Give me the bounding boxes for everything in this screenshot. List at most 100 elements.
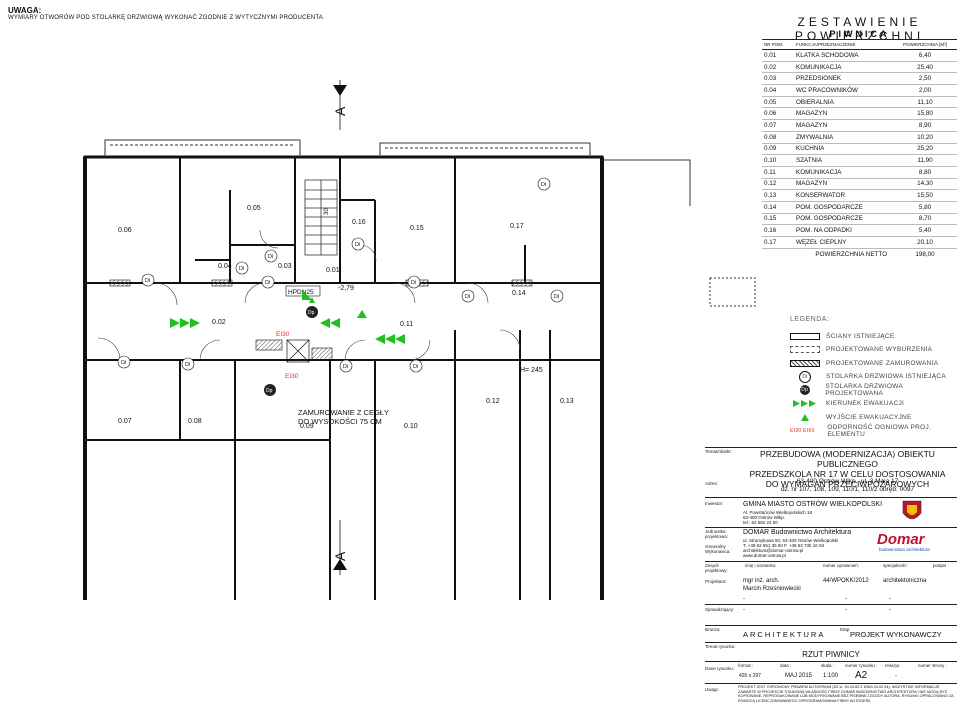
room-0.06: 0.06 — [118, 227, 132, 234]
designer-name: DOMAR Budownictwo Architektura — [743, 529, 852, 536]
svg-text:Di: Di — [465, 294, 470, 300]
room-0.14: 0.14 — [512, 290, 526, 297]
stair-label: 30 — [324, 208, 330, 215]
door-di: Di — [461, 289, 475, 303]
exterior-wing — [104, 139, 756, 307]
label-theme: Temat/obiekt: — [705, 449, 732, 454]
svg-text:Dp: Dp — [308, 310, 315, 316]
section-markers: A A — [332, 80, 348, 575]
row-function: MAGAZYN — [794, 119, 893, 132]
total-value: 198,00 — [893, 247, 957, 260]
room-0.07: 0.07 — [118, 418, 132, 425]
door-di: Di — [181, 357, 195, 371]
room-0.01: 0.01 — [326, 267, 340, 274]
row-nr: 0.14 — [762, 201, 794, 214]
row-nr: 0.11 — [762, 166, 794, 179]
designer-person1: mgr inż. arch. — [743, 578, 780, 584]
legend-swatch: Di — [790, 370, 820, 383]
col-name: imię i nazwisko: — [745, 563, 777, 568]
row-area: 8,70 — [893, 213, 957, 226]
row-function: KOMUNIKACJA — [794, 61, 893, 74]
legend-swatch — [790, 359, 820, 367]
header-nr: NR POM. — [762, 39, 794, 50]
investor-addr1: Al. Powstańców Wielkopolskich 18 — [743, 510, 813, 515]
label-address: Adres: — [705, 481, 719, 486]
door-di: Di — [117, 355, 131, 369]
svg-text:Di: Di — [121, 360, 126, 366]
rev-value: - — [895, 673, 897, 679]
row-area: 25,20 — [893, 143, 957, 156]
door-di: Di — [550, 289, 564, 303]
row-area: 8,90 — [893, 119, 957, 132]
door-di: Di — [261, 275, 275, 289]
total-label: POWIERZCHNIA NETTO — [794, 247, 893, 260]
row-nr: 0.10 — [762, 154, 794, 167]
dash: - — [845, 607, 847, 613]
room-0.13: 0.13 — [560, 398, 574, 405]
height-note: H= 245 — [520, 367, 543, 374]
fire-rating-1: EI30 — [276, 331, 290, 338]
label-team: Zespół projektowy: — [705, 563, 728, 573]
door-symbols-existing: Di Di Di Di Di Di Di Di Di Di Di Di Di — [117, 177, 564, 373]
domar-logo: Domar — [877, 531, 925, 548]
note-body: WYMIARY OTWORÓW POD STOLARKĘ DRZWIOWĄ WY… — [8, 15, 323, 21]
row-area: 15,80 — [893, 107, 957, 121]
door-di: Di — [339, 359, 353, 373]
svg-text:Di: Di — [413, 364, 418, 370]
designer-www: www.domar-ostrow.pl — [743, 553, 786, 558]
svg-text:Di: Di — [355, 242, 360, 248]
row-nr: 0.07 — [762, 119, 794, 132]
section-marker-bottom: A — [332, 551, 348, 561]
row-function: PRZEDSIONEK — [794, 72, 893, 86]
row-nr: 0.06 — [762, 107, 794, 121]
row-nr: 0.03 — [762, 72, 794, 86]
legend-label: STOLARKA DRZWIOWA ISTNIEJĄCA — [826, 373, 947, 380]
col-license: numer uprawnień: — [823, 563, 860, 568]
svg-text:Di: Di — [265, 280, 270, 286]
legend-swatch — [790, 332, 820, 340]
room-0.04: 0.04 — [218, 263, 232, 270]
dash: - — [743, 596, 745, 602]
header-area: POWIERZCHNIA [M²] — [893, 39, 957, 50]
area-table-subtitle: PIWNICA — [829, 29, 890, 39]
room-0.15: 0.15 — [410, 225, 424, 232]
wall-note-2: DO WYSOKOŚCI 75 CM — [298, 417, 382, 426]
legend-label: ODPORNOŚĆ OGNIOWA PROJ. ELEMENTU — [827, 423, 932, 438]
row-function: POM. GOSPODARCZE — [794, 201, 893, 214]
investor-tel: tel.: 62 582 24 00 — [743, 520, 778, 525]
row-nr: 0.02 — [762, 61, 794, 74]
elevation-label: -2,79 — [338, 285, 354, 292]
row-nr: 0.08 — [762, 131, 794, 144]
scale-value: 1:100 — [823, 673, 839, 679]
row-nr: 0.04 — [762, 84, 794, 97]
svg-text:Di: Di — [268, 254, 273, 260]
door-di: Di — [407, 275, 421, 289]
row-function: KUCHNIA — [794, 143, 893, 156]
row-function: MAGAZYN — [794, 178, 893, 191]
legend-item: PROJEKTOWANE WYBURZENIA — [790, 344, 932, 356]
door-di: Di — [264, 249, 278, 263]
drawing-value: RZUT PIWNICY — [802, 650, 860, 659]
svg-text:Di: Di — [145, 278, 150, 284]
row-function: WĘZEŁ CIEPLNY — [794, 236, 893, 249]
row-area: 11,10 — [893, 96, 957, 109]
date-value: MAJ 2015 — [785, 673, 813, 679]
legend-swatch: Dp — [799, 385, 810, 395]
door-swings — [97, 229, 521, 361]
room-0.17: 0.17 — [510, 223, 524, 230]
label-format: format : — [738, 663, 754, 668]
door-dp: Dp — [264, 384, 276, 396]
project-line1: PRZEBUDOWA (MODERNIZACJA) OBIEKTU PUBLIC… — [760, 449, 935, 469]
address-line1: 63-400 Ostrów Wlkp., ul. 3 Maja 17 — [796, 478, 899, 485]
room-0.03: 0.03 — [278, 263, 292, 270]
row-nr: 0.16 — [762, 224, 794, 237]
legend-item: Di STOLARKA DRZWIOWA ISTNIEJĄCA — [790, 370, 947, 383]
investor-addr2: 63-400 Ostrów Wlkp. — [743, 515, 786, 520]
row-area: 15,50 — [893, 189, 957, 202]
svg-text:Di: Di — [185, 362, 190, 368]
row-area: 2,00 — [893, 84, 957, 97]
